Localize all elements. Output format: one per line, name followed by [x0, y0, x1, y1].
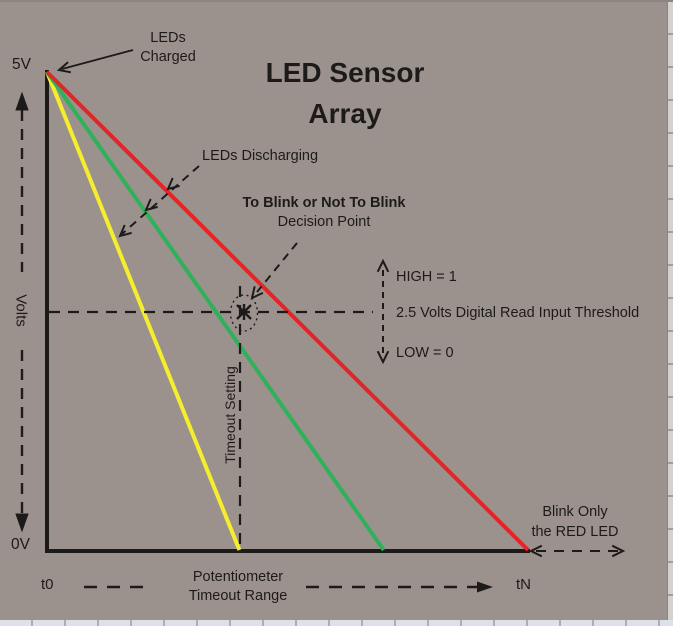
blink-only-label: Blink Only the RED LED — [531, 504, 619, 540]
decision-point-arrow-line — [256, 242, 298, 293]
open-arrowheads — [56, 61, 626, 558]
right-arrowhead-icon — [477, 581, 493, 593]
top-border — [0, 0, 673, 2]
low-label: LOW = 0 — [396, 345, 454, 361]
x-axis-end-tick: tN — [516, 576, 531, 593]
decision-point-dotted-ellipse — [229, 294, 259, 332]
timeout-setting-label: Timeout Setting — [222, 366, 238, 464]
title-line2: Array — [308, 98, 382, 129]
title-line1: LED Sensor — [265, 57, 425, 88]
high-arrowhead-icon — [376, 258, 390, 273]
leds-charged-arrow-line — [61, 49, 134, 70]
x-axis-label: Potentiometer Timeout Range — [188, 569, 288, 604]
decision-arrowhead-icon — [250, 286, 264, 300]
leds-discharging-label: LEDs Discharging — [202, 148, 319, 164]
discharging-arrowhead-red-icon — [166, 177, 180, 191]
decision-point-label-line1: To Blink or Not To Blink — [242, 195, 406, 211]
yellow-led-discharge-line — [45, 71, 242, 551]
page-title: LED Sensor Array — [245, 52, 445, 134]
decision-point-label: To Blink or Not To Blink Decision Point — [223, 194, 425, 232]
leds-discharging-arrow-line — [121, 165, 200, 235]
blink-left-arrowhead-icon — [528, 544, 543, 558]
leds-charged-label: LEDs Charged — [140, 30, 196, 65]
bottom-gridline-strip — [0, 620, 673, 626]
high-label: HIGH = 1 — [396, 269, 457, 285]
y-axis-bottom-tick: 0V — [11, 536, 30, 553]
volts-axis-arrow — [15, 91, 29, 533]
threshold-label: 2.5 Volts Digital Read Input Threshold — [396, 305, 640, 321]
down-arrowhead-icon — [15, 513, 29, 533]
leds-charged-arrowhead-icon — [56, 61, 71, 74]
discharging-arrowhead-yellow-icon — [118, 224, 132, 238]
up-arrowhead-icon — [15, 91, 29, 111]
green-led-discharge-line — [45, 70, 386, 552]
x-axis-start-tick: t0 — [41, 576, 54, 593]
right-gridline-strip — [667, 2, 673, 620]
y-axis-top-tick: 5V — [12, 56, 31, 73]
decision-point-label-line2: Decision Point — [277, 214, 371, 230]
blink-right-arrowhead-icon — [611, 544, 626, 558]
discharging-arrowhead-green-icon — [144, 198, 158, 212]
low-arrowhead-icon — [376, 350, 390, 365]
decision-point-marker — [229, 294, 259, 332]
y-axis-label: Volts — [12, 294, 30, 327]
